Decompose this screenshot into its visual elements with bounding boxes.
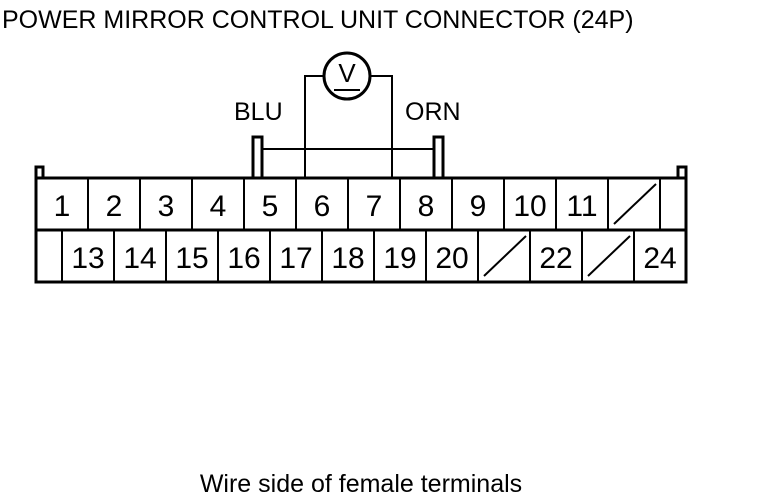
pin-19: 19 bbox=[383, 242, 416, 275]
pin-10: 10 bbox=[513, 190, 546, 223]
pin-24: 24 bbox=[643, 242, 676, 275]
wire-label-blu: BLU bbox=[234, 98, 283, 126]
pin-16: 16 bbox=[227, 242, 260, 275]
pin-7: 7 bbox=[366, 190, 383, 223]
pin-20: 20 bbox=[435, 242, 468, 275]
pin-9: 9 bbox=[470, 190, 487, 223]
wire-label-orn: ORN bbox=[405, 98, 461, 126]
meter-leads bbox=[262, 75, 434, 177]
pin-3: 3 bbox=[158, 190, 175, 223]
pin-14: 14 bbox=[123, 242, 156, 275]
pin-13: 13 bbox=[71, 242, 104, 275]
unused-cavity-bottom-right bbox=[587, 235, 631, 277]
voltmeter-icon: V bbox=[322, 51, 372, 101]
connector-body bbox=[34, 135, 688, 284]
pin-1: 1 bbox=[54, 190, 71, 223]
pin-15: 15 bbox=[175, 242, 208, 275]
pin-2: 2 bbox=[106, 190, 123, 223]
unused-cavity-bottom-left bbox=[483, 235, 527, 277]
bottom-row-pins: 13 14 15 16 17 18 19 20 22 24 bbox=[71, 242, 676, 275]
top-row-pins: 1 2 3 4 5 6 7 8 9 10 11 bbox=[54, 190, 598, 223]
pin-17: 17 bbox=[279, 242, 312, 275]
pin-6: 6 bbox=[314, 190, 331, 223]
pin-5: 5 bbox=[262, 190, 279, 223]
meter-symbol: V bbox=[338, 58, 356, 88]
pin-22: 22 bbox=[539, 242, 572, 275]
unused-cavity-top bbox=[613, 183, 657, 225]
pin-18: 18 bbox=[331, 242, 364, 275]
page-title: POWER MIRROR CONTROL UNIT CONNECTOR (24P… bbox=[2, 6, 634, 34]
pin-8: 8 bbox=[418, 190, 435, 223]
pin-11: 11 bbox=[566, 190, 597, 223]
pin-4: 4 bbox=[210, 190, 227, 223]
caption: Wire side of female terminals bbox=[200, 470, 522, 498]
